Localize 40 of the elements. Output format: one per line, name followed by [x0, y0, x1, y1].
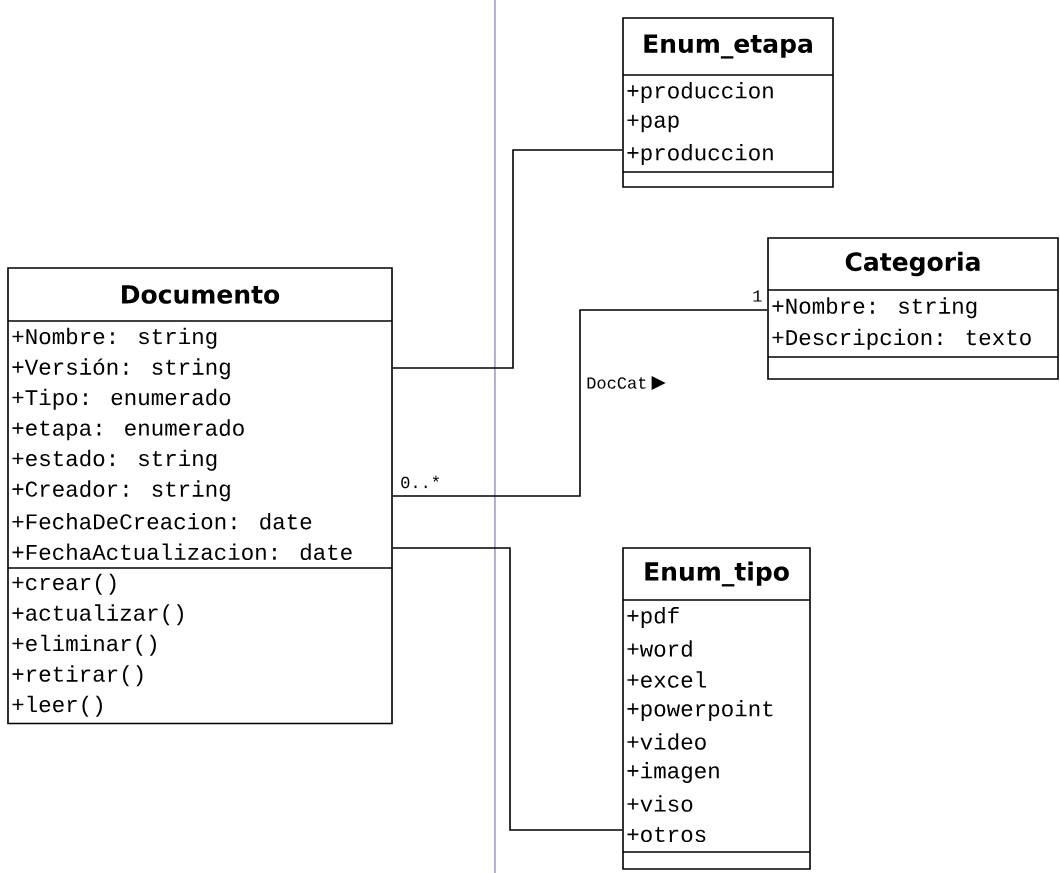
member-text: +pdf — [627, 607, 679, 628]
member-text: +Creador: string — [12, 480, 230, 502]
member-text: +FechaActualizacion: date — [12, 543, 352, 561]
association-line — [392, 149, 623, 369]
class-box — [622, 547, 811, 870]
class-name: Enum_tipo — [645, 561, 789, 587]
member-text: +pap — [627, 114, 679, 133]
member-text: +actualizar() — [12, 604, 183, 626]
member-text: +Versión: string — [12, 358, 230, 380]
association-line — [392, 309, 768, 497]
class-name: Categoria — [845, 251, 980, 277]
member-text: +produccion — [627, 82, 773, 103]
member-text: +estado: string — [12, 449, 217, 471]
member-text: +imagen — [627, 762, 719, 783]
member-text: +excel — [627, 671, 706, 688]
member-text: +Descripcion: texto — [772, 328, 1031, 350]
multiplicity-label: 0..* — [401, 475, 439, 489]
association-line — [392, 547, 623, 831]
member-text: +video — [627, 733, 706, 750]
member-text: +FechaDeCreacion: date — [12, 512, 312, 530]
member-text: +Nombre: string — [12, 327, 217, 349]
member-text: +Nombre: string — [772, 297, 977, 319]
member-text: +viso — [627, 795, 693, 812]
member-text: +word — [627, 640, 692, 657]
multiplicity-label: 1 — [753, 290, 762, 302]
member-text: +Tipo: enumerado — [12, 388, 231, 410]
member-text: +produccion — [627, 144, 773, 165]
class-box — [7, 267, 393, 725]
class-name: Documento — [122, 285, 280, 304]
member-text: +retirar() — [12, 665, 143, 687]
member-text: +etapa: enumerado — [12, 419, 244, 441]
member-text: +leer() — [12, 695, 102, 717]
member-text: +eliminar() — [12, 634, 156, 656]
edge-label: DocCat — [587, 377, 646, 389]
member-text: +otros — [627, 826, 706, 843]
member-text: +powerpoint — [627, 700, 773, 721]
class-name: Enum_etapa — [644, 34, 812, 59]
class-box — [767, 237, 1059, 380]
member-text: +crear() — [12, 573, 116, 595]
class-box — [622, 17, 834, 188]
